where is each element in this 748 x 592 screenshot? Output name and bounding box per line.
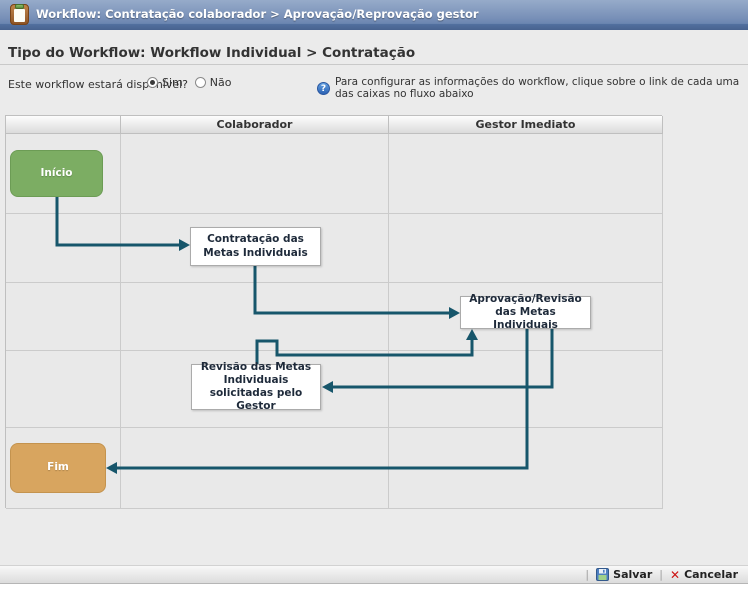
grid-cell <box>389 214 663 283</box>
cancel-button[interactable]: ✕ Cancelar <box>670 568 738 581</box>
title-divider <box>0 64 748 65</box>
window-titlebar: Workflow: Contratação colaborador > Apro… <box>0 0 748 30</box>
node-contratacao-metas[interactable]: Contratação das Metas Individuais <box>190 227 321 266</box>
radio-nao-label[interactable]: Não <box>209 76 232 89</box>
grid-cell <box>121 283 389 351</box>
separator: | <box>585 568 590 581</box>
grid-cell <box>121 428 389 509</box>
radio-sim[interactable] <box>147 77 158 88</box>
node-revisao-metas[interactable]: Revisão das Metas Individuais solicitada… <box>191 361 321 412</box>
separator: | <box>659 568 663 581</box>
availability-radio-group: Sim Não <box>147 76 239 89</box>
grid-cell <box>389 134 663 214</box>
grid-cell <box>6 283 121 351</box>
node-fim[interactable]: Fim <box>10 443 106 493</box>
lane-header-gestor: Gestor Imediato <box>389 116 663 134</box>
hint-row: ? Para configurar as informações do work… <box>317 76 748 100</box>
radio-nao[interactable] <box>194 77 206 88</box>
node-inicio[interactable]: Início <box>10 150 103 197</box>
help-icon: ? <box>317 81 330 95</box>
radio-sim-label[interactable]: Sim <box>162 76 183 89</box>
lane-header-empty <box>6 116 121 134</box>
clipboard-icon <box>10 4 29 25</box>
footer-strip <box>0 584 748 592</box>
cancel-label: Cancelar <box>684 568 738 581</box>
titlebar-breadcrumb: Workflow: Contratação colaborador > Apro… <box>36 7 479 21</box>
grid-cell <box>389 351 663 428</box>
save-label: Salvar <box>613 568 653 581</box>
grid-cell <box>389 428 663 509</box>
action-bar: | Salvar | ✕ Cancelar <box>0 565 748 584</box>
node-aprovacao-revisao-metas[interactable]: Aprovação/Revisão das Metas Individuais <box>460 293 591 331</box>
availability-question: Este workflow estará disponível? <box>8 78 189 91</box>
lane-header-colaborador: Colaborador <box>121 116 389 134</box>
hint-text: Para configurar as informações do workfl… <box>335 76 740 100</box>
save-button[interactable]: Salvar <box>596 568 652 581</box>
grid-cell <box>6 351 121 428</box>
grid-cell <box>6 214 121 283</box>
floppy-disk-icon <box>596 568 610 581</box>
grid-cell <box>121 134 389 214</box>
cancel-x-icon: ✕ <box>670 567 681 582</box>
page-title: Tipo do Workflow: Workflow Individual > … <box>8 45 416 61</box>
